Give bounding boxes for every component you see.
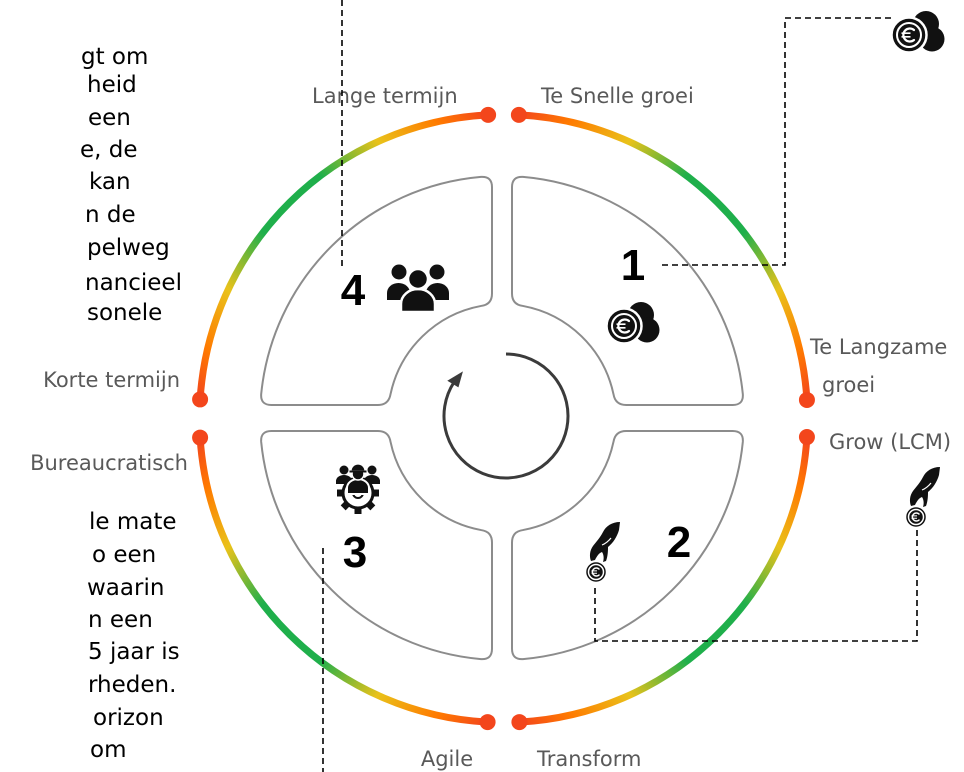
ring-endpoint-dot — [192, 391, 209, 408]
cycle-arrow-head — [447, 371, 463, 388]
paragraph-line: sonele — [87, 300, 162, 326]
paragraph-line: heid — [87, 72, 137, 98]
label-lange-termijn: Lange termijn — [312, 84, 458, 108]
quadrant-segment-2 — [511, 430, 744, 661]
cycle-arrow-icon — [442, 352, 570, 480]
quadrant-number-1: 1 — [621, 241, 645, 290]
paragraph-line: nancieel — [85, 270, 182, 296]
label-grow-lcm: Grow (LCM) — [829, 430, 951, 454]
paragraph-line: e, de — [80, 137, 138, 163]
paragraph-bottom: le mate o een waarin n een 5 jaar is rhe… — [87, 509, 180, 763]
ring-arc-top-left — [196, 111, 489, 400]
paragraph-line: kan — [89, 169, 131, 195]
ring-endpoint-dot — [192, 429, 209, 446]
connector-line-1 — [662, 17, 892, 266]
ring-endpoint-dot — [510, 106, 527, 123]
quadrant-segment-1 — [511, 175, 744, 406]
label-bureaucratisch: Bureaucratisch — [30, 451, 188, 475]
quadrant-number-4: 4 — [341, 266, 366, 315]
ring-arc-top-right — [518, 111, 811, 401]
quadrant-segment-4 — [260, 175, 493, 406]
ring-endpoint-dot — [511, 714, 528, 731]
label-groei: groei — [822, 373, 875, 397]
paragraph-top: gt om heid een e, de kan n de pelweg nan… — [80, 44, 182, 326]
label-te-langzame: Te Langzame — [809, 335, 947, 359]
quadrant-number-3: 3 — [343, 528, 367, 577]
paragraph-line: le mate — [89, 509, 177, 535]
paragraph-line: o een — [92, 542, 156, 568]
paragraph-line: rheden. — [88, 672, 176, 698]
paragraph-line: n een — [88, 607, 153, 633]
paragraph-line: orizon — [93, 705, 164, 731]
paragraph-line: waarin — [87, 575, 164, 601]
quadrant-number-2: 2 — [667, 518, 691, 567]
ring-endpoint-dot — [480, 106, 497, 123]
paragraph-line: n de — [85, 202, 136, 228]
quadrant-segment-3 — [260, 430, 493, 661]
paragraph-line: gt om — [81, 44, 148, 70]
ring-endpoint-dot — [479, 714, 496, 731]
paragraph-line: 5 jaar is — [88, 639, 180, 665]
label-te-snelle-groei: Te Snelle groei — [540, 84, 694, 108]
outer-ring — [192, 106, 815, 731]
label-transform: Transform — [536, 747, 641, 771]
paragraph-line: pelweg — [87, 235, 170, 261]
cycle-arrow-arc — [442, 352, 570, 480]
ring-endpoint-dot — [798, 391, 815, 408]
ring-endpoint-dot — [798, 429, 815, 446]
connector-line-2 — [594, 530, 918, 642]
paragraph-line: een — [88, 105, 131, 131]
hand-coin-icon — [904, 466, 941, 529]
ring-arc-bottom-right — [519, 436, 811, 726]
ring-arc-bottom-left — [196, 437, 488, 726]
team-gear-icon — [334, 462, 382, 516]
paragraph-line: om — [90, 737, 126, 763]
label-korte-termijn: Korte termijn — [43, 368, 180, 392]
label-agile: Agile — [421, 747, 473, 771]
quadrant-segments — [260, 175, 744, 661]
euro-coins-icon — [890, 9, 946, 54]
